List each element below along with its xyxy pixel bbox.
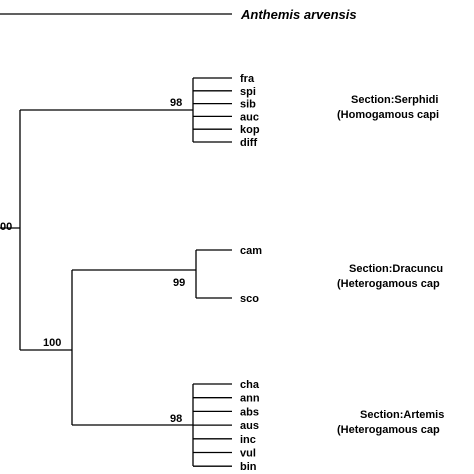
tip-label-vul: vul [240, 448, 256, 460]
serphidium-section-label: Section:Serphidi [351, 94, 438, 106]
outgroup-label: Anthemis arvensis [240, 7, 357, 22]
dracunculus-section-label: Section:Dracuncu [349, 263, 443, 275]
tip-label-aus: aus [240, 420, 259, 432]
tip-label-cha: cha [240, 379, 260, 391]
serphidium-capitula-label: (Homogamous capi [337, 109, 439, 121]
artemisia-support: 98 [170, 413, 182, 425]
tip-label-diff: diff [240, 137, 257, 149]
tip-label-sib: sib [240, 99, 256, 111]
tip-label-auc: auc [240, 111, 259, 123]
tip-label-kop: kop [240, 124, 260, 136]
tip-label-fra: fra [240, 73, 255, 85]
dracunculus-capitula-label: (Heterogamous cap [337, 278, 440, 290]
serphidium-support: 98 [170, 97, 182, 109]
artemisia-capitula-label: (Heterogamous cap [337, 424, 440, 436]
dracunculus-tips: cam sco [196, 245, 262, 305]
artemisia-section-label: Section:Artemis [360, 409, 444, 421]
heterogamous-support: 100 [43, 337, 61, 349]
tip-label-bin: bin [240, 461, 257, 473]
tip-label-sco: sco [240, 293, 259, 305]
tip-label-inc: inc [240, 434, 256, 446]
root-support: 00 [0, 221, 12, 233]
tip-label-cam: cam [240, 245, 262, 257]
tip-label-spi: spi [240, 86, 256, 98]
dracunculus-support: 99 [173, 277, 185, 289]
tip-label-ann: ann [240, 393, 260, 405]
tip-label-abs: abs [240, 406, 259, 418]
